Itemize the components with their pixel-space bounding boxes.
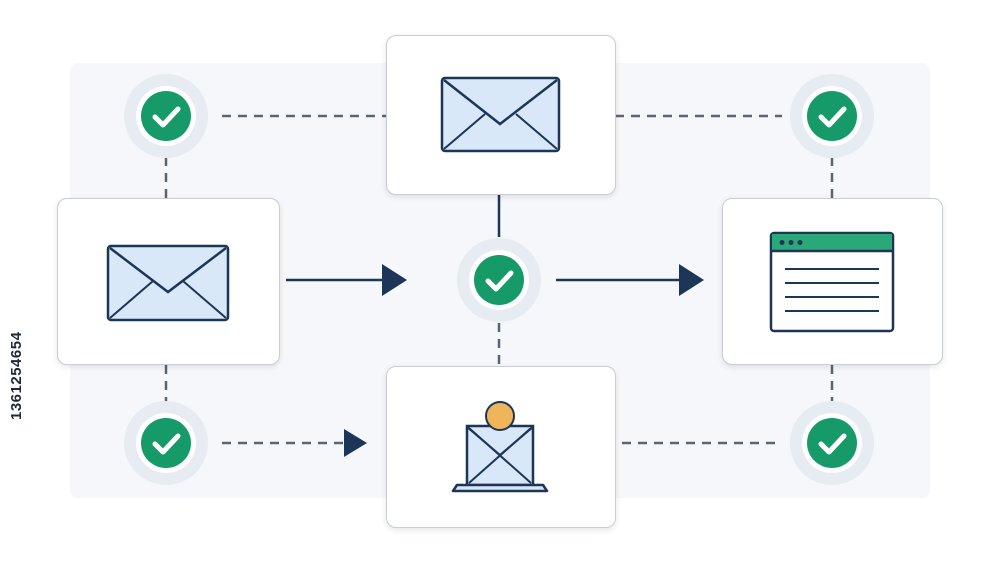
arrowhead bbox=[679, 264, 704, 296]
checkmark-icon bbox=[818, 433, 847, 455]
checkmark-icon bbox=[152, 106, 181, 128]
email-card-top[interactable] bbox=[386, 35, 616, 195]
checkpoint-top-right bbox=[790, 74, 874, 158]
checkpoint-bottom-left bbox=[124, 401, 208, 485]
checkmark-icon bbox=[485, 270, 514, 292]
checkpoint-center bbox=[457, 238, 541, 322]
laptop-envelope-icon bbox=[451, 401, 549, 493]
webpage-card-right[interactable] bbox=[722, 198, 943, 365]
arrowhead bbox=[382, 264, 407, 296]
checkpoint-top-left bbox=[124, 74, 208, 158]
laptop-card-bottom[interactable] bbox=[386, 366, 616, 528]
checkmark-icon bbox=[152, 433, 181, 455]
image-id-label: 1361254654 bbox=[8, 331, 25, 420]
checkpoint-bottom-right bbox=[790, 401, 874, 485]
arrowhead bbox=[344, 429, 367, 457]
browser-window-icon bbox=[769, 231, 895, 333]
envelope-icon bbox=[440, 76, 561, 153]
envelope-icon bbox=[106, 244, 230, 322]
email-card-left[interactable] bbox=[57, 198, 280, 365]
checkmark-icon bbox=[818, 106, 847, 128]
